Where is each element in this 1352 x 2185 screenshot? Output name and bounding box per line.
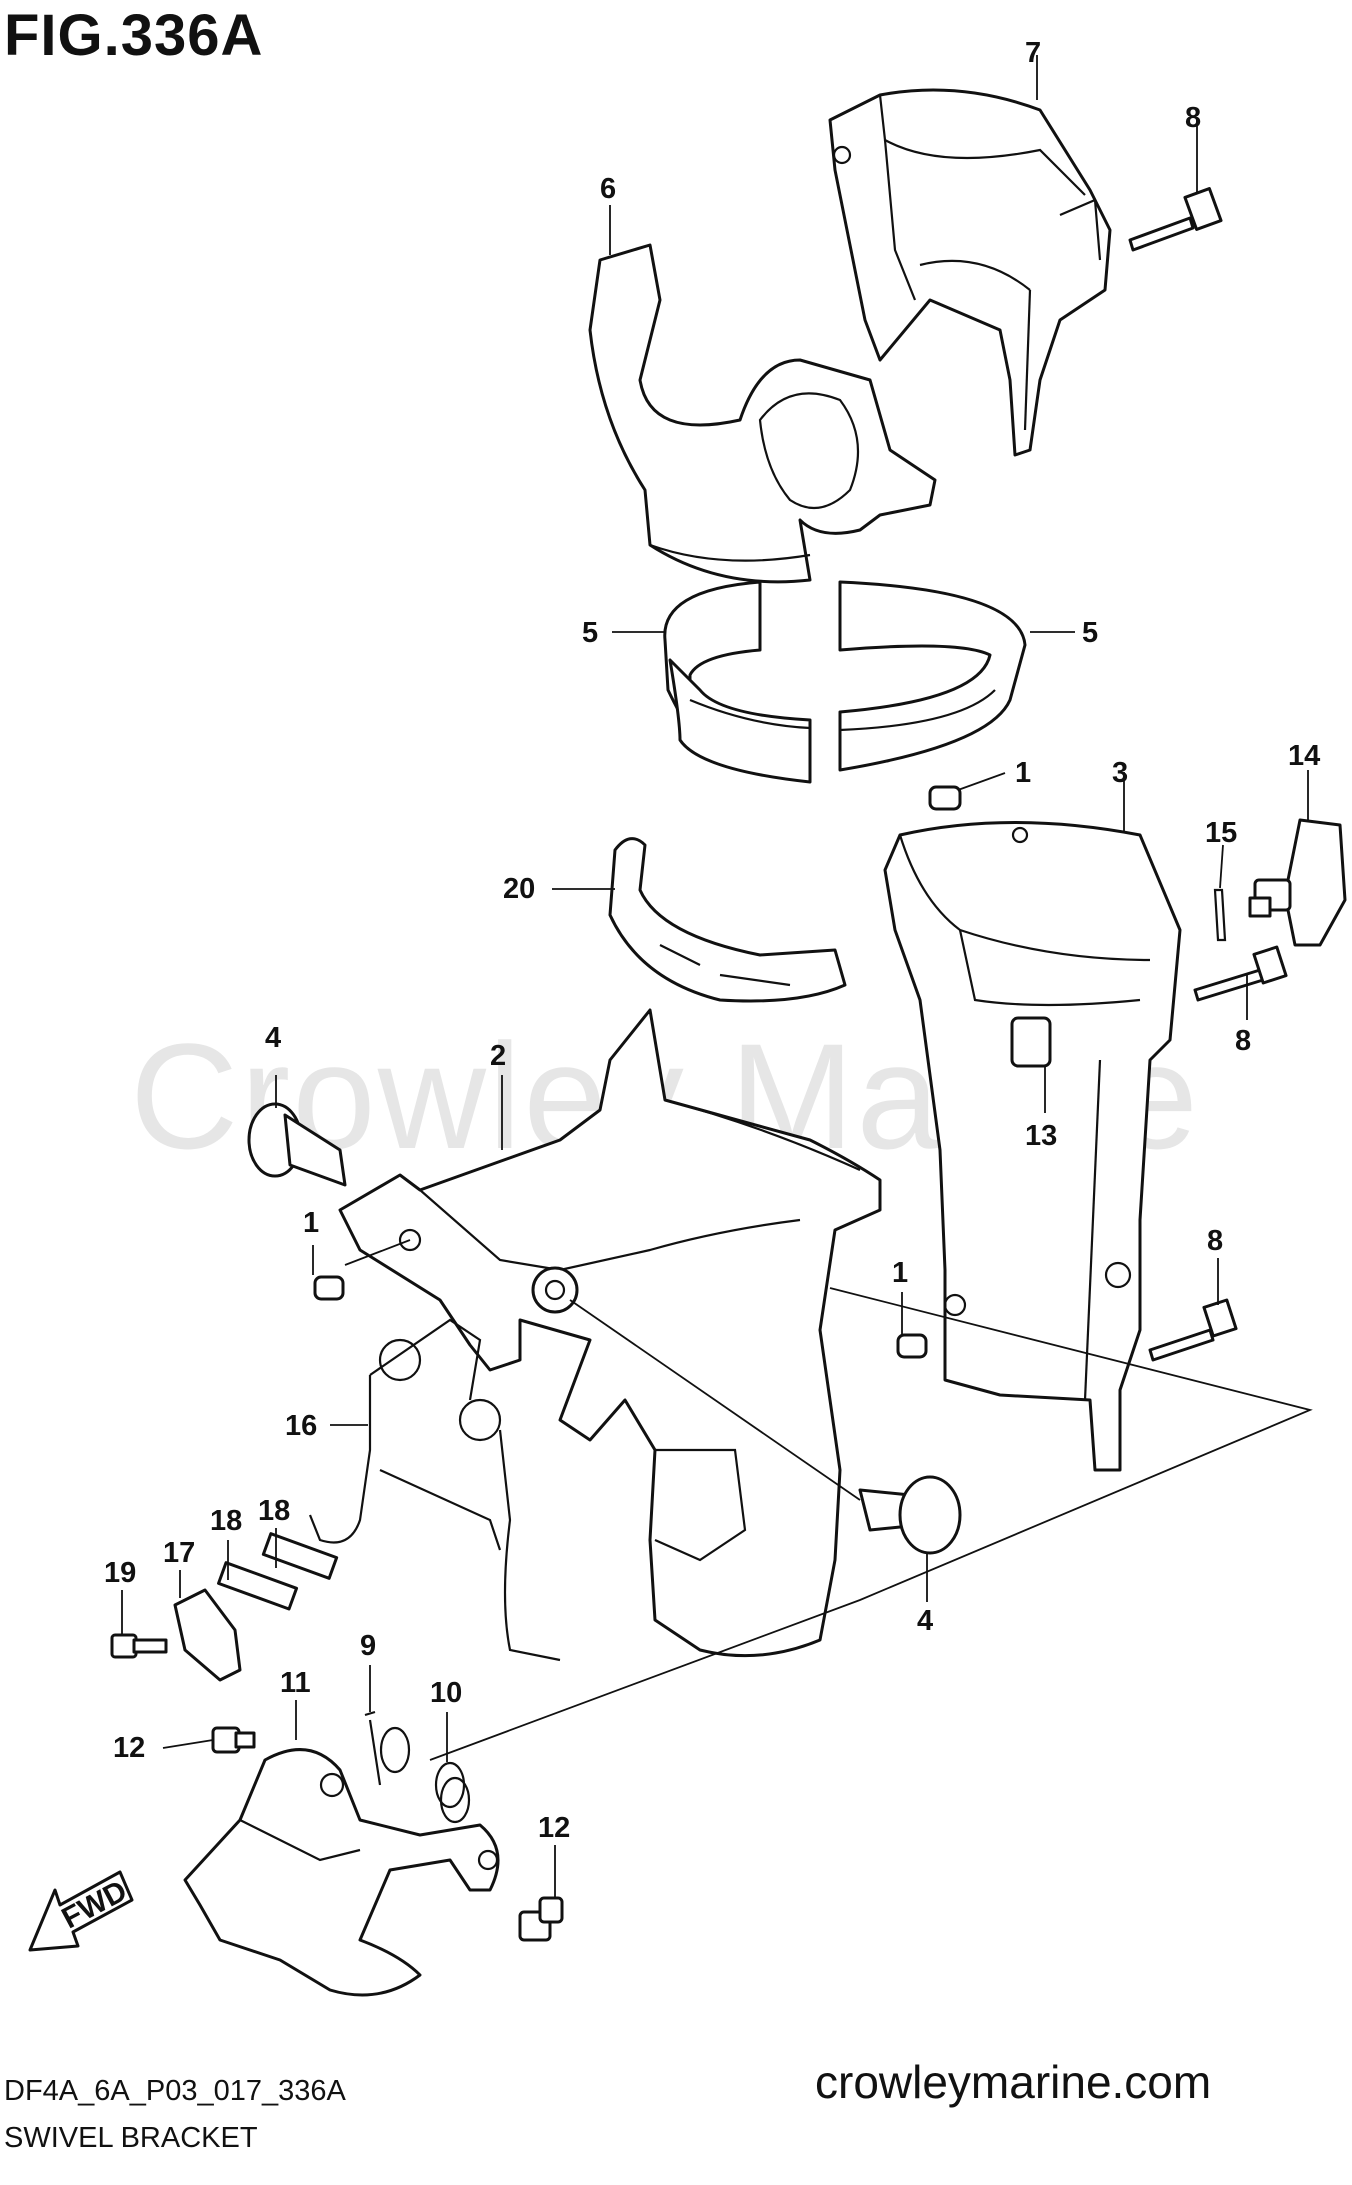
callout-labels: 7 8 6 5 5 1 3 14 15 20 8 4 2 13 1 8 1 16… bbox=[104, 37, 1320, 1844]
callout-12-right: 12 bbox=[538, 1812, 570, 1844]
callout-9: 9 bbox=[360, 1630, 376, 1662]
part-19-bolt bbox=[110, 1633, 168, 1659]
callout-20: 20 bbox=[503, 873, 535, 905]
part-16-tilt-lever bbox=[308, 1318, 561, 1662]
part-18-collar-b bbox=[261, 1532, 339, 1580]
callout-1-top: 1 bbox=[1015, 757, 1031, 789]
callout-5-right: 5 bbox=[1082, 617, 1098, 649]
part-8-bolt-middle bbox=[1193, 945, 1288, 1002]
forward-direction-arrow: FWD bbox=[28, 1870, 134, 1952]
part-12-bolt-left bbox=[211, 1726, 256, 1754]
part-6-clamp-upper bbox=[588, 243, 937, 584]
part-8-bolt-top bbox=[1128, 187, 1223, 252]
part-3-stern-bracket bbox=[883, 821, 1182, 1472]
callout-8-lower: 8 bbox=[1207, 1225, 1223, 1257]
callout-10: 10 bbox=[430, 1677, 462, 1709]
part-1-grease-nipple-top bbox=[928, 785, 962, 811]
part-8-bolt-lower bbox=[1148, 1298, 1238, 1362]
callout-15: 15 bbox=[1205, 817, 1237, 849]
callout-12-left: 12 bbox=[113, 1732, 145, 1764]
callout-8-middle: 8 bbox=[1235, 1025, 1251, 1057]
callout-19: 19 bbox=[104, 1557, 136, 1589]
callout-4-upper: 4 bbox=[265, 1022, 281, 1054]
part-7-upper-cover bbox=[828, 88, 1112, 457]
part-13-pad bbox=[1010, 1016, 1052, 1068]
callout-1-right: 1 bbox=[892, 1257, 908, 1289]
callout-18-left: 18 bbox=[210, 1505, 242, 1537]
part-9-pin bbox=[364, 1710, 382, 1786]
part-12-bolt-right bbox=[518, 1896, 564, 1942]
callout-13: 13 bbox=[1025, 1120, 1057, 1152]
callout-8-top: 8 bbox=[1185, 102, 1201, 134]
part-5-bushing-pair bbox=[663, 580, 1027, 784]
part-11-clamp-bracket bbox=[183, 1748, 500, 1997]
part-10-spring bbox=[379, 1726, 471, 1824]
part-4-bush-upper bbox=[247, 1102, 347, 1187]
callout-2: 2 bbox=[490, 1040, 506, 1072]
fwd-label: FWD bbox=[57, 1874, 133, 1935]
part-2-swivel-bracket bbox=[338, 1008, 882, 1658]
part-17-plate bbox=[173, 1588, 242, 1682]
callout-14: 14 bbox=[1288, 740, 1320, 772]
callout-16: 16 bbox=[285, 1410, 317, 1442]
website-text: crowleymarine.com bbox=[815, 2056, 1212, 2108]
callout-6: 6 bbox=[600, 173, 616, 205]
part-1-grease-nipple-right bbox=[896, 1333, 928, 1359]
part-20-band bbox=[608, 837, 847, 1003]
part-15-split-pin bbox=[1213, 888, 1227, 942]
callout-17: 17 bbox=[163, 1537, 195, 1569]
figure-title: FIG.336A bbox=[4, 3, 264, 68]
callout-11: 11 bbox=[280, 1667, 311, 1699]
part-14-knob bbox=[1248, 818, 1347, 947]
figure-code: DF4A_6A_P03_017_336A bbox=[4, 2075, 346, 2107]
callout-5-left: 5 bbox=[582, 617, 598, 649]
part-1-grease-nipple-left bbox=[313, 1275, 345, 1301]
part-4-bush-lower bbox=[858, 1475, 962, 1555]
part-18-collar-a bbox=[217, 1561, 299, 1611]
callout-4-lower: 4 bbox=[917, 1605, 933, 1637]
callout-3: 3 bbox=[1112, 757, 1128, 789]
callout-18-right: 18 bbox=[258, 1495, 290, 1527]
leader-lines bbox=[121, 55, 1313, 1898]
figure-caption: SWIVEL BRACKET bbox=[4, 2122, 258, 2154]
callout-1-left: 1 bbox=[303, 1207, 319, 1239]
callout-7: 7 bbox=[1025, 37, 1041, 69]
